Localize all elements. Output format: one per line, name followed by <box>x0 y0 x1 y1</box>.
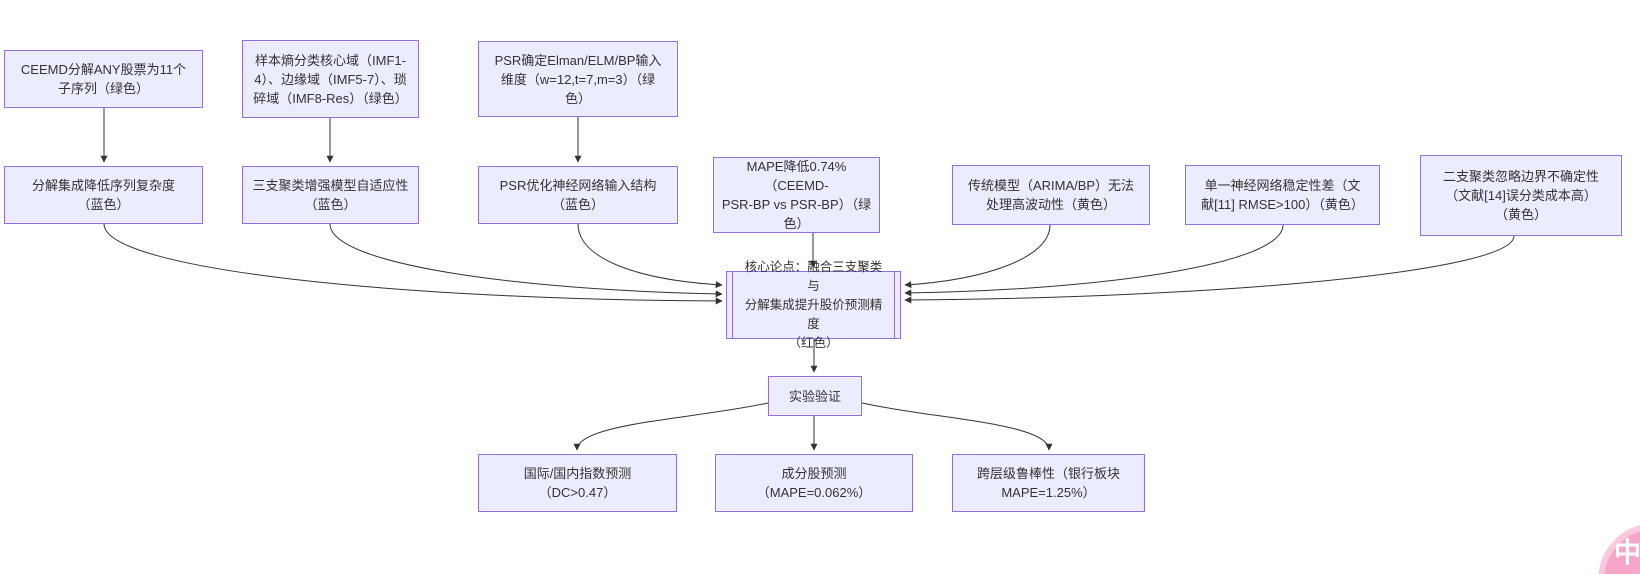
node-single-nn-stability: 单一神经网络稳定性差（文 献[11] RMSE>100）（黄色） <box>1185 165 1380 225</box>
node-psr-input-dimension: PSR确定Elman/ELM/BP输入 维度（w=12,t=7,m=3）（绿 色… <box>478 41 678 117</box>
edge-single-nn-to-core <box>904 224 1284 297</box>
node-core-thesis: 核心论点：融合三支聚类与 分解集成提升股价预测精度 （红色） <box>726 260 901 350</box>
edge-three-way-to-core <box>329 223 723 298</box>
translate-fab-button[interactable]: 中 A <box>1598 523 1640 574</box>
edge-traditional-to-core <box>904 224 1051 289</box>
node-three-way-clustering: 三支聚类增强模型自适应性 （蓝色） <box>242 166 419 224</box>
translate-icon-latin-glyph: A <box>1638 555 1640 574</box>
translate-icon-chinese-glyph: 中 <box>1614 538 1640 568</box>
node-sample-entropy: 样本熵分类核心域（IMF1- 4）、边缘域（IMF5-7）、琐 碎域（IMF8-… <box>242 40 419 118</box>
edge-psr-optimize-to-core <box>577 223 723 289</box>
edge-two-way-to-core <box>904 235 1515 304</box>
node-robustness: 跨层级鲁棒性（银行板块 MAPE=1.25%） <box>952 454 1145 512</box>
node-psr-optimize: PSR优化神经网络输入结构 （蓝色） <box>478 166 678 224</box>
edge-experiment-to-index-pred <box>573 402 769 451</box>
node-mape-reduction: MAPE降低0.74%（CEEMD- PSR-BP vs PSR-BP）（绿 色… <box>713 157 880 233</box>
node-ceemd-decompose: CEEMD分解ANY股票为11个 子序列（绿色） <box>4 50 203 108</box>
node-traditional-model: 传统模型（ARIMA/BP）无法 处理高波动性（黄色） <box>952 165 1150 225</box>
node-experiment-validation: 实验验证 <box>768 376 862 416</box>
edge-experiment-to-robustness <box>861 402 1053 451</box>
edge-decomposition-to-core <box>103 223 723 305</box>
node-decomposition-ensemble: 分解集成降低序列复杂度 （蓝色） <box>4 166 203 224</box>
node-index-prediction: 国际/国内指数预测 （DC>0.47） <box>478 454 677 512</box>
node-stock-prediction: 成分股预测 （MAPE=0.062%） <box>715 454 913 512</box>
node-two-way-clustering: 二支聚类忽略边界不确定性 （文献[14]误分类成本高） （黄色） <box>1420 155 1622 236</box>
